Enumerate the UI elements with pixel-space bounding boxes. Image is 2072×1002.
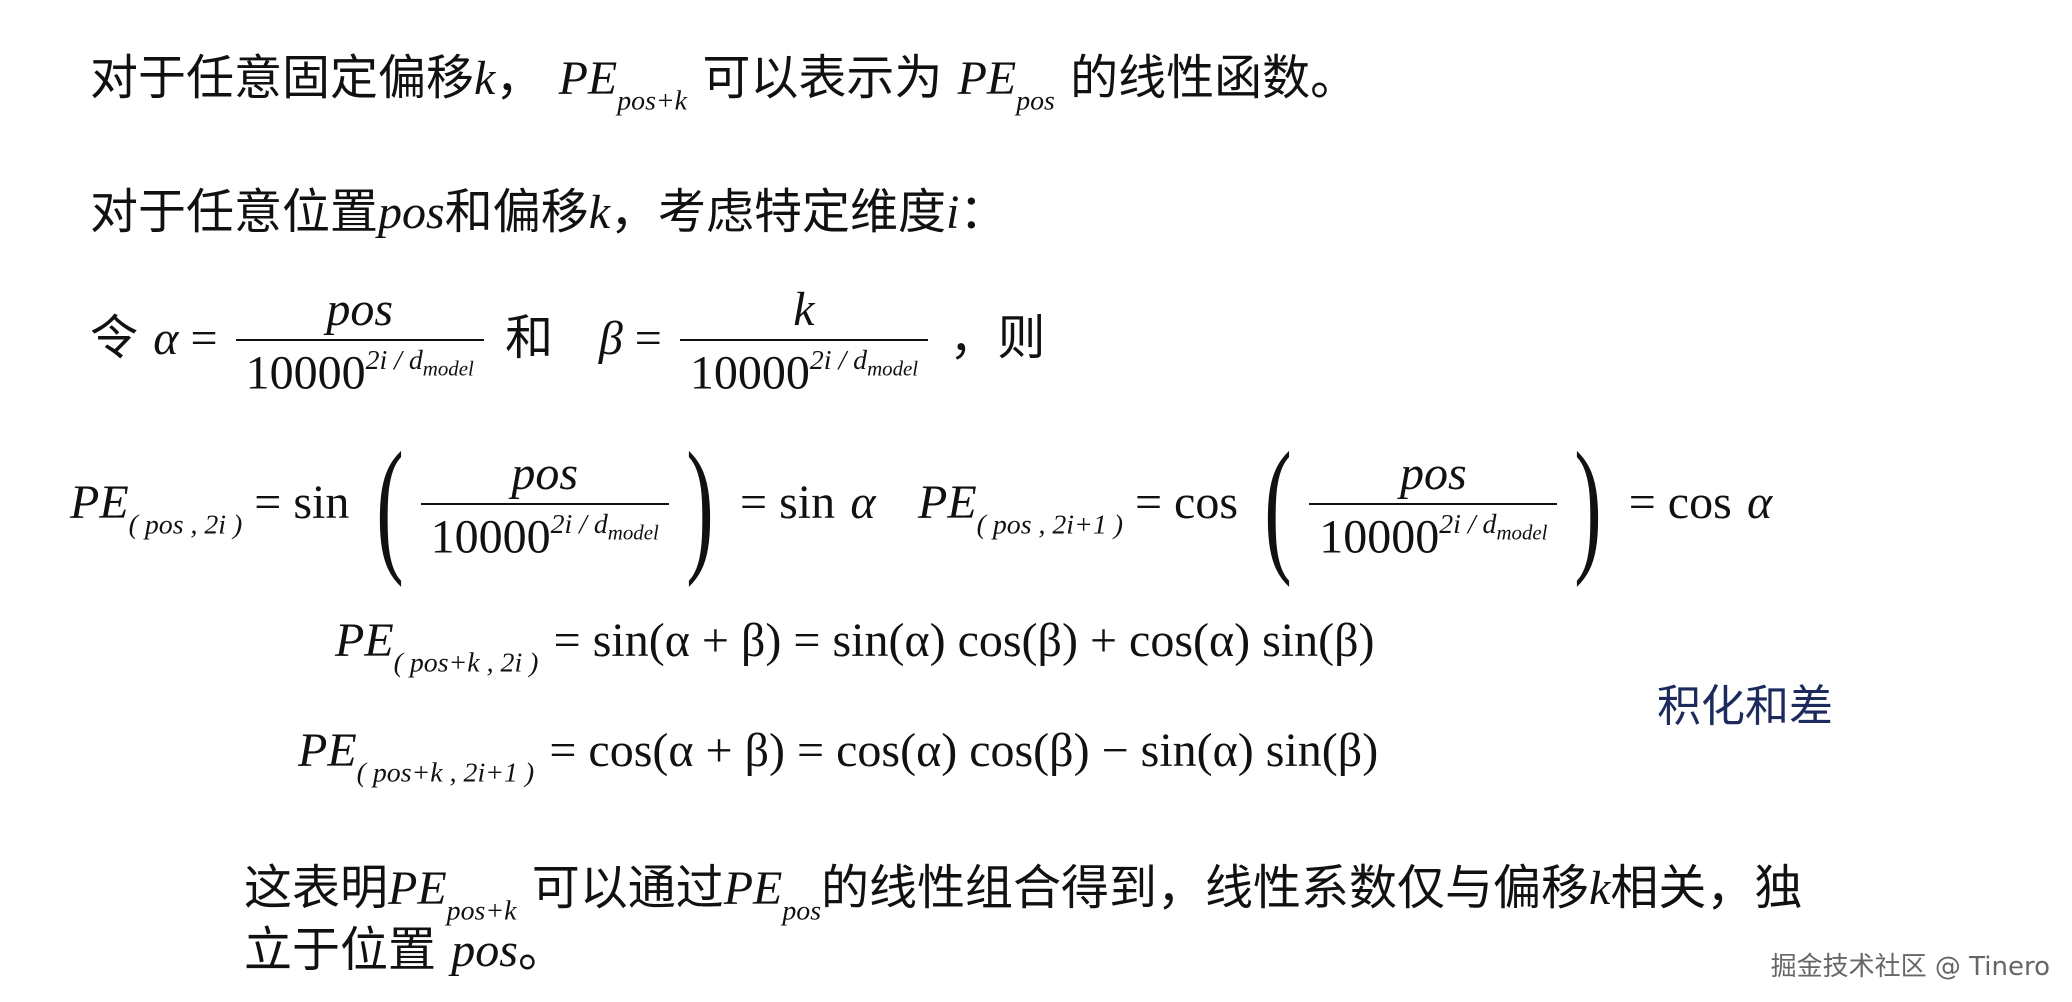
- conclusion-line-1: 这表明PEpos+k 可以通过PEpos的线性组合得到，线性系数仅与偏移k相关，…: [244, 860, 1803, 927]
- beta-fraction: k 100002i / dmodel: [679, 282, 929, 400]
- alpha-beta-definition: 令 α = pos 100002i / dmodel 和 β = k 10000…: [90, 282, 1046, 400]
- watermark: 掘金技术社区 @ Tinero: [1770, 952, 2050, 982]
- pe-cos-expansion: PE( pos+k , 2i+1 ) = cos(α + β) = cos(α)…: [298, 724, 1379, 789]
- pe-sin-definition: PE( pos , 2i ) = sin ( pos 100002i / dmo…: [70, 422, 876, 588]
- statement-line-1: 对于任意固定偏移k， PEpos+k 可以表示为 PEpos 的线性函数。: [90, 50, 1359, 117]
- pe-sin-expansion: PE( pos+k , 2i ) = sin(α + β) = sin(α) c…: [335, 614, 1375, 679]
- statement-line-2: 对于任意位置pos和偏移k，考虑特定维度i：: [90, 184, 1008, 240]
- pe-sin-fraction: pos 100002i / dmodel: [420, 446, 669, 564]
- pe-cos-fraction: pos 100002i / dmodel: [1309, 446, 1558, 564]
- product-to-sum-note: 积化和差: [1657, 681, 1833, 732]
- pe-cos-definition: PE( pos , 2i+1 ) = cos ( pos 100002i / d…: [918, 422, 1773, 588]
- alpha-fraction: pos 100002i / dmodel: [235, 282, 484, 400]
- conclusion-line-2: 立于位置 pos。: [244, 922, 566, 978]
